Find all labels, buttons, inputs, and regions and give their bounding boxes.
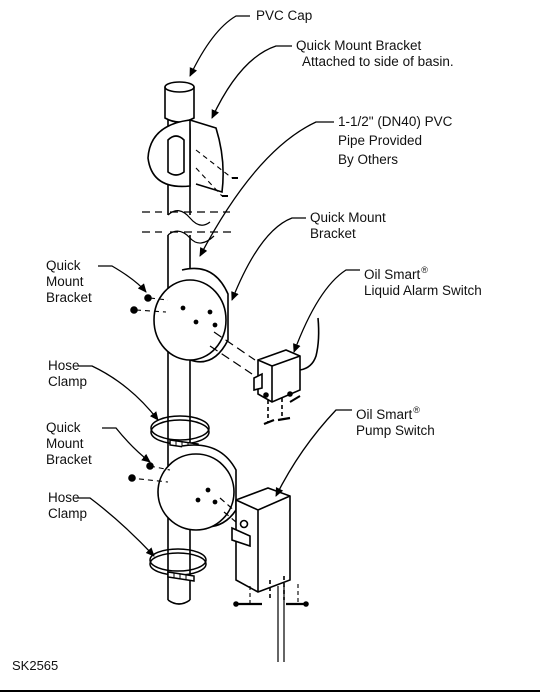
quick-mount-right-label: Quick Mount Bracket <box>310 210 386 241</box>
quick-mount-bracket-middle <box>130 267 256 375</box>
hose-clamp-lower-label: Hose Clamp <box>48 490 88 521</box>
hose-clamp-lower <box>149 548 207 582</box>
pvc-cap <box>164 81 195 123</box>
liquid-alarm-switch <box>253 317 320 426</box>
quick-mount-left-upper-label: Quick Mount Bracket <box>46 258 92 305</box>
drawing-number: SK2565 <box>12 658 59 673</box>
pvc-cap-label: PVC Cap <box>256 8 313 23</box>
bottom-border-rule <box>0 690 540 692</box>
hose-clamp-upper <box>150 415 210 450</box>
quick-mount-bracket-top <box>147 119 238 197</box>
pump-switch-label: Oil Smart® Pump Switch <box>356 405 435 438</box>
hose-clamp-upper-label: Hose Clamp <box>48 358 88 389</box>
pipe-label: 1-1/2" (DN40) PVC Pipe Provided By Other… <box>338 114 453 167</box>
alarm-switch-label: Oil Smart® Liquid Alarm Switch <box>364 265 482 298</box>
pump-switch <box>231 487 309 662</box>
callout-leaders <box>76 15 360 557</box>
quick-mount-left-lower-label: Quick Mount Bracket <box>46 420 92 467</box>
quick-mount-top-label: Quick Mount Bracket Attached to side of … <box>296 38 454 69</box>
quick-mount-bracket-lower <box>128 444 237 531</box>
